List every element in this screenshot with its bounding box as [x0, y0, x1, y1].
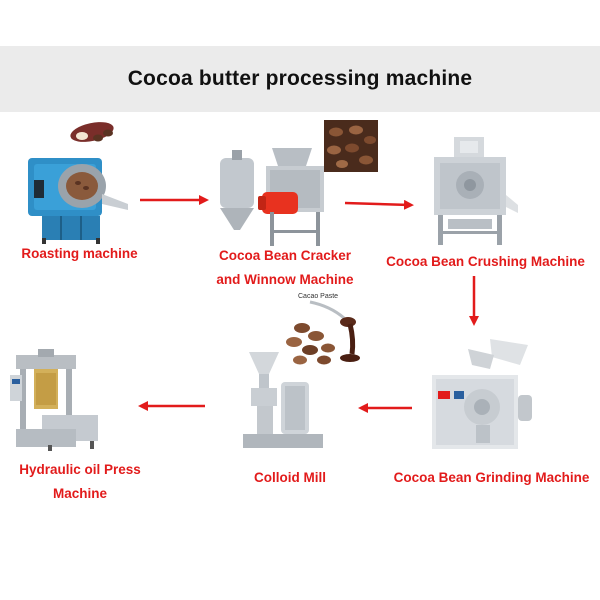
grinding-machine-image	[420, 335, 540, 455]
step-label-roasting: Roasting machine	[21, 246, 138, 261]
paste-label: Cacao Paste	[298, 293, 338, 300]
colloid-mill-image	[235, 348, 330, 453]
cocoa-pod-icon	[70, 122, 114, 142]
cracker-winnow-machine-image	[210, 118, 380, 253]
roasting-machine-image	[20, 118, 140, 246]
step-label-cracker: Cocoa Bean Cracker and Winnow Machine	[216, 248, 354, 287]
step-label-crushing: Cocoa Bean Crushing Machine	[386, 254, 585, 269]
hydraulic-press-image	[8, 345, 108, 453]
step-label-colloid-mill: Colloid Mill	[254, 470, 326, 485]
step-label-grinding: Cocoa Bean Grinding Machine	[393, 470, 590, 485]
step-label-hydraulic-press: Hydraulic oil Press Machine	[19, 462, 141, 501]
arrow-cracker-to-crushing	[344, 199, 414, 210]
cacao-paste-inset: Cacao Paste	[272, 288, 372, 370]
diagram-title: Cocoa butter processing machine	[127, 67, 473, 90]
title-band: Cocoa butter processing machine	[0, 46, 600, 112]
crushing-machine-image	[420, 135, 520, 250]
cocoa-beans-inset	[324, 120, 378, 172]
